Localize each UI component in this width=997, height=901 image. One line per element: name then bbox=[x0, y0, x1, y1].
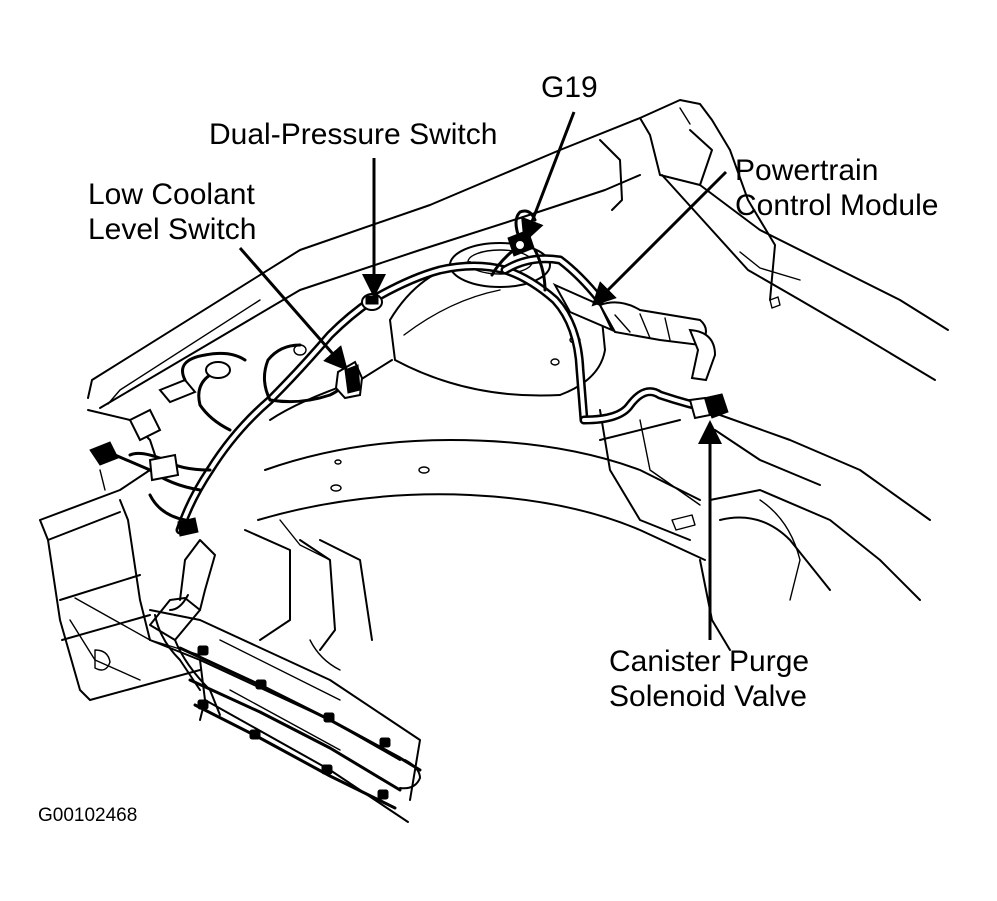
callout-low-coolant-line-1: Low Coolant bbox=[88, 178, 255, 211]
inner-fender-apron bbox=[257, 336, 706, 561]
callout-g19-text: G19 bbox=[541, 71, 598, 104]
leader-pcm bbox=[591, 170, 728, 307]
leader-g19 bbox=[521, 111, 576, 244]
figure-id: G00102468 bbox=[38, 805, 138, 826]
callout-dual-pressure-switch: Dual-Pressure Switch bbox=[209, 117, 497, 152]
callout-g19: G19 bbox=[541, 70, 598, 105]
callout-canister-purge-line-1: Canister Purge bbox=[609, 645, 810, 678]
callout-canister-purge-line-2: Solenoid Valve bbox=[609, 680, 807, 713]
leader-low-coolant bbox=[238, 247, 348, 372]
callout-low-coolant-line-2: Level Switch bbox=[88, 213, 257, 246]
callout-low-coolant-level-switch: Low Coolant Level Switch bbox=[88, 177, 256, 247]
components bbox=[89, 229, 729, 537]
leader-lines bbox=[238, 111, 728, 640]
hood-panel bbox=[87, 99, 949, 409]
rail-lines bbox=[178, 645, 422, 810]
callout-pcm-line-1: Powertrain bbox=[735, 154, 879, 187]
callout-dual-pressure-switch-text: Dual-Pressure Switch bbox=[209, 118, 498, 151]
firewall-right bbox=[599, 149, 931, 651]
callout-pcm-line-2: Control Module bbox=[735, 189, 939, 222]
radiator-support bbox=[39, 409, 201, 701]
callout-canister-purge-solenoid-valve: Canister Purge Solenoid Valve bbox=[609, 644, 809, 714]
callout-powertrain-control-module: Powertrain Control Module bbox=[735, 153, 938, 223]
